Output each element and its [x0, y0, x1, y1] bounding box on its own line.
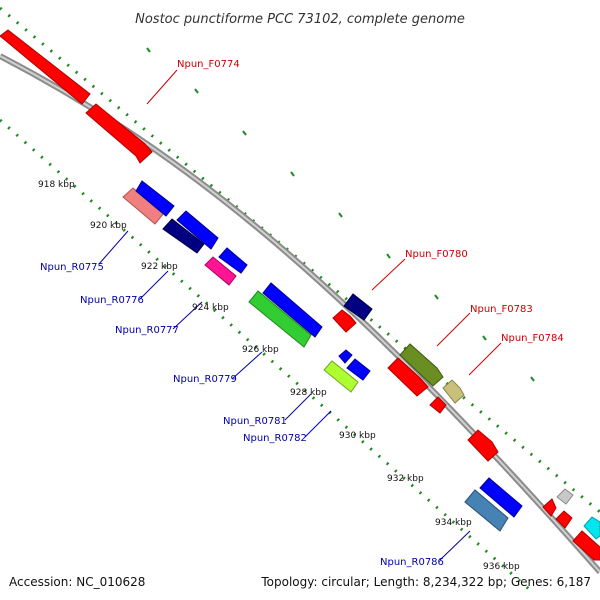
- label-npun-r0776[interactable]: Npun_R0776: [80, 295, 144, 306]
- tick-label-932: 932 kbp: [387, 474, 424, 484]
- kbp-tick-labels: 918 kbp 920 kbp 922 kbp 924 kbp 926 kbp …: [38, 180, 520, 572]
- gene-navy-2[interactable]: [343, 293, 373, 321]
- gene-npun-r0779-blue[interactable]: [262, 282, 323, 338]
- tick-label-920: 920 kbp: [90, 221, 127, 231]
- gene-npun-f0783-red[interactable]: [387, 357, 429, 397]
- reverse-genes: [122, 180, 523, 532]
- gene-blue-2[interactable]: [218, 247, 248, 274]
- tick-label-928: 928 kbp: [290, 388, 327, 398]
- gene-npun-f0783-olive[interactable]: [399, 343, 444, 387]
- gene-npun-r0782-b[interactable]: [346, 358, 371, 381]
- label-npun-f0780[interactable]: Npun_F0780: [405, 249, 468, 260]
- label-npun-r0782[interactable]: Npun_R0782: [243, 433, 307, 444]
- gene-npun-r0779-green[interactable]: [248, 290, 312, 348]
- gene-cyan-edge[interactable]: [583, 516, 600, 540]
- label-npun-f0783[interactable]: Npun_F0783: [470, 304, 533, 315]
- genome-backbone: [0, 53, 600, 574]
- tick-label-930: 930 kbp: [339, 431, 376, 441]
- gene-small-gray[interactable]: [556, 488, 574, 505]
- label-npun-r0786[interactable]: Npun_R0786: [380, 557, 444, 568]
- gene-npun-r0775[interactable]: [162, 218, 205, 254]
- label-npun-r0775[interactable]: Npun_R0775: [40, 262, 104, 273]
- topology-text: Topology: circular; Length: 8,234,322 bp…: [260, 575, 591, 589]
- tick-label-918: 918 kbp: [38, 180, 75, 190]
- gene-npun-r0781[interactable]: [323, 360, 359, 393]
- forward-tick-marks: [146, 47, 535, 382]
- gene-npun-r0786-blue[interactable]: [479, 477, 523, 518]
- tick-label-934: 934 kbp: [435, 518, 472, 528]
- gene-npun-f0780[interactable]: [332, 309, 357, 333]
- gene-small-red-3[interactable]: [542, 498, 557, 517]
- forward-gene-labels: Npun_F0774 Npun_F0780 Npun_F0783 Npun_F0…: [177, 59, 564, 344]
- reverse-gene-labels: Npun_R0775 Npun_R0776 Npun_R0777 Npun_R0…: [40, 262, 444, 568]
- label-npun-f0774[interactable]: Npun_F0774: [177, 59, 240, 70]
- accession-text: Accession: NC_010628: [9, 575, 145, 589]
- gene-npun-r0782-a[interactable]: [338, 349, 353, 364]
- gene-npun-r0786-steel[interactable]: [464, 489, 509, 532]
- tick-label-922: 922 kbp: [141, 262, 178, 272]
- gene-red-edge[interactable]: [572, 530, 600, 561]
- label-npun-f0784[interactable]: Npun_F0784: [501, 333, 564, 344]
- gene-npun-r0776-blue[interactable]: [176, 210, 219, 250]
- tick-label-936: 936 kbp: [483, 562, 520, 572]
- label-npun-r0777[interactable]: Npun_R0777: [115, 325, 179, 336]
- label-npun-r0781[interactable]: Npun_R0781: [223, 416, 287, 427]
- gene-blue-1[interactable]: [135, 180, 175, 217]
- gene-npun-f0784[interactable]: [442, 379, 465, 404]
- tick-label-924: 924 kbp: [192, 303, 229, 313]
- gene-npun-f0774-part2[interactable]: [85, 103, 153, 164]
- map-title: Nostoc punctiforme PCC 73102, complete g…: [135, 12, 465, 27]
- gene-label-lines: [98, 69, 502, 561]
- forward-genes: [0, 29, 600, 561]
- gene-npun-f0774-part1[interactable]: [0, 29, 91, 105]
- label-npun-r0779[interactable]: Npun_R0779: [173, 374, 237, 385]
- gene-npun-r0777[interactable]: [204, 256, 237, 286]
- tick-label-926: 926 kbp: [242, 345, 279, 355]
- gene-small-red-2[interactable]: [467, 429, 499, 462]
- gene-small-red-1[interactable]: [429, 396, 447, 414]
- gene-small-red-4[interactable]: [555, 510, 573, 529]
